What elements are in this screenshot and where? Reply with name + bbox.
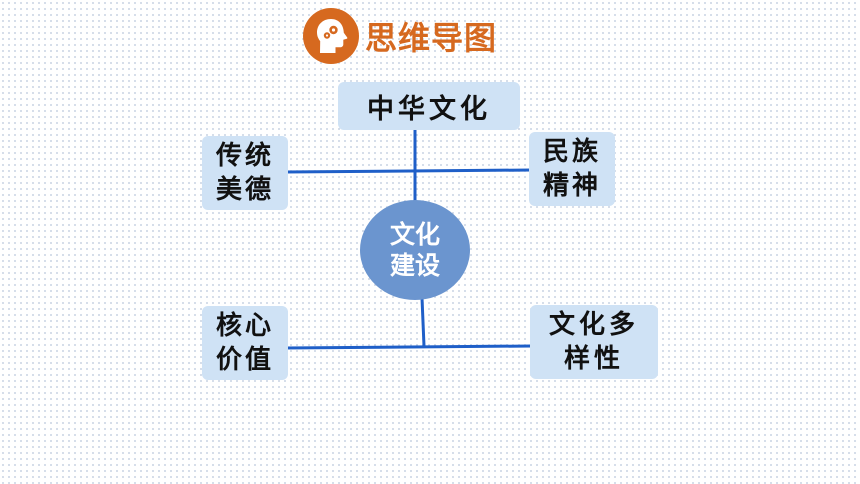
connector-bottom-vertical xyxy=(420,297,426,347)
page-title: 思维导图 xyxy=(365,19,498,57)
center-node: 文化 建设 xyxy=(360,200,470,300)
node-top: 中华文化 xyxy=(338,82,520,130)
node-upper-right: 民族 精神 xyxy=(529,132,615,206)
node-lower-left: 核心 价值 xyxy=(202,306,288,380)
node-upper-left: 传统 美德 xyxy=(202,136,288,210)
node-lower-right: 文化多 样性 xyxy=(530,305,658,379)
connector-lower-horizontal xyxy=(284,344,533,350)
mind-map-header: 思维导图 xyxy=(303,8,497,64)
head-with-gears-icon xyxy=(303,8,359,64)
connector-upper-horizontal xyxy=(284,168,533,174)
